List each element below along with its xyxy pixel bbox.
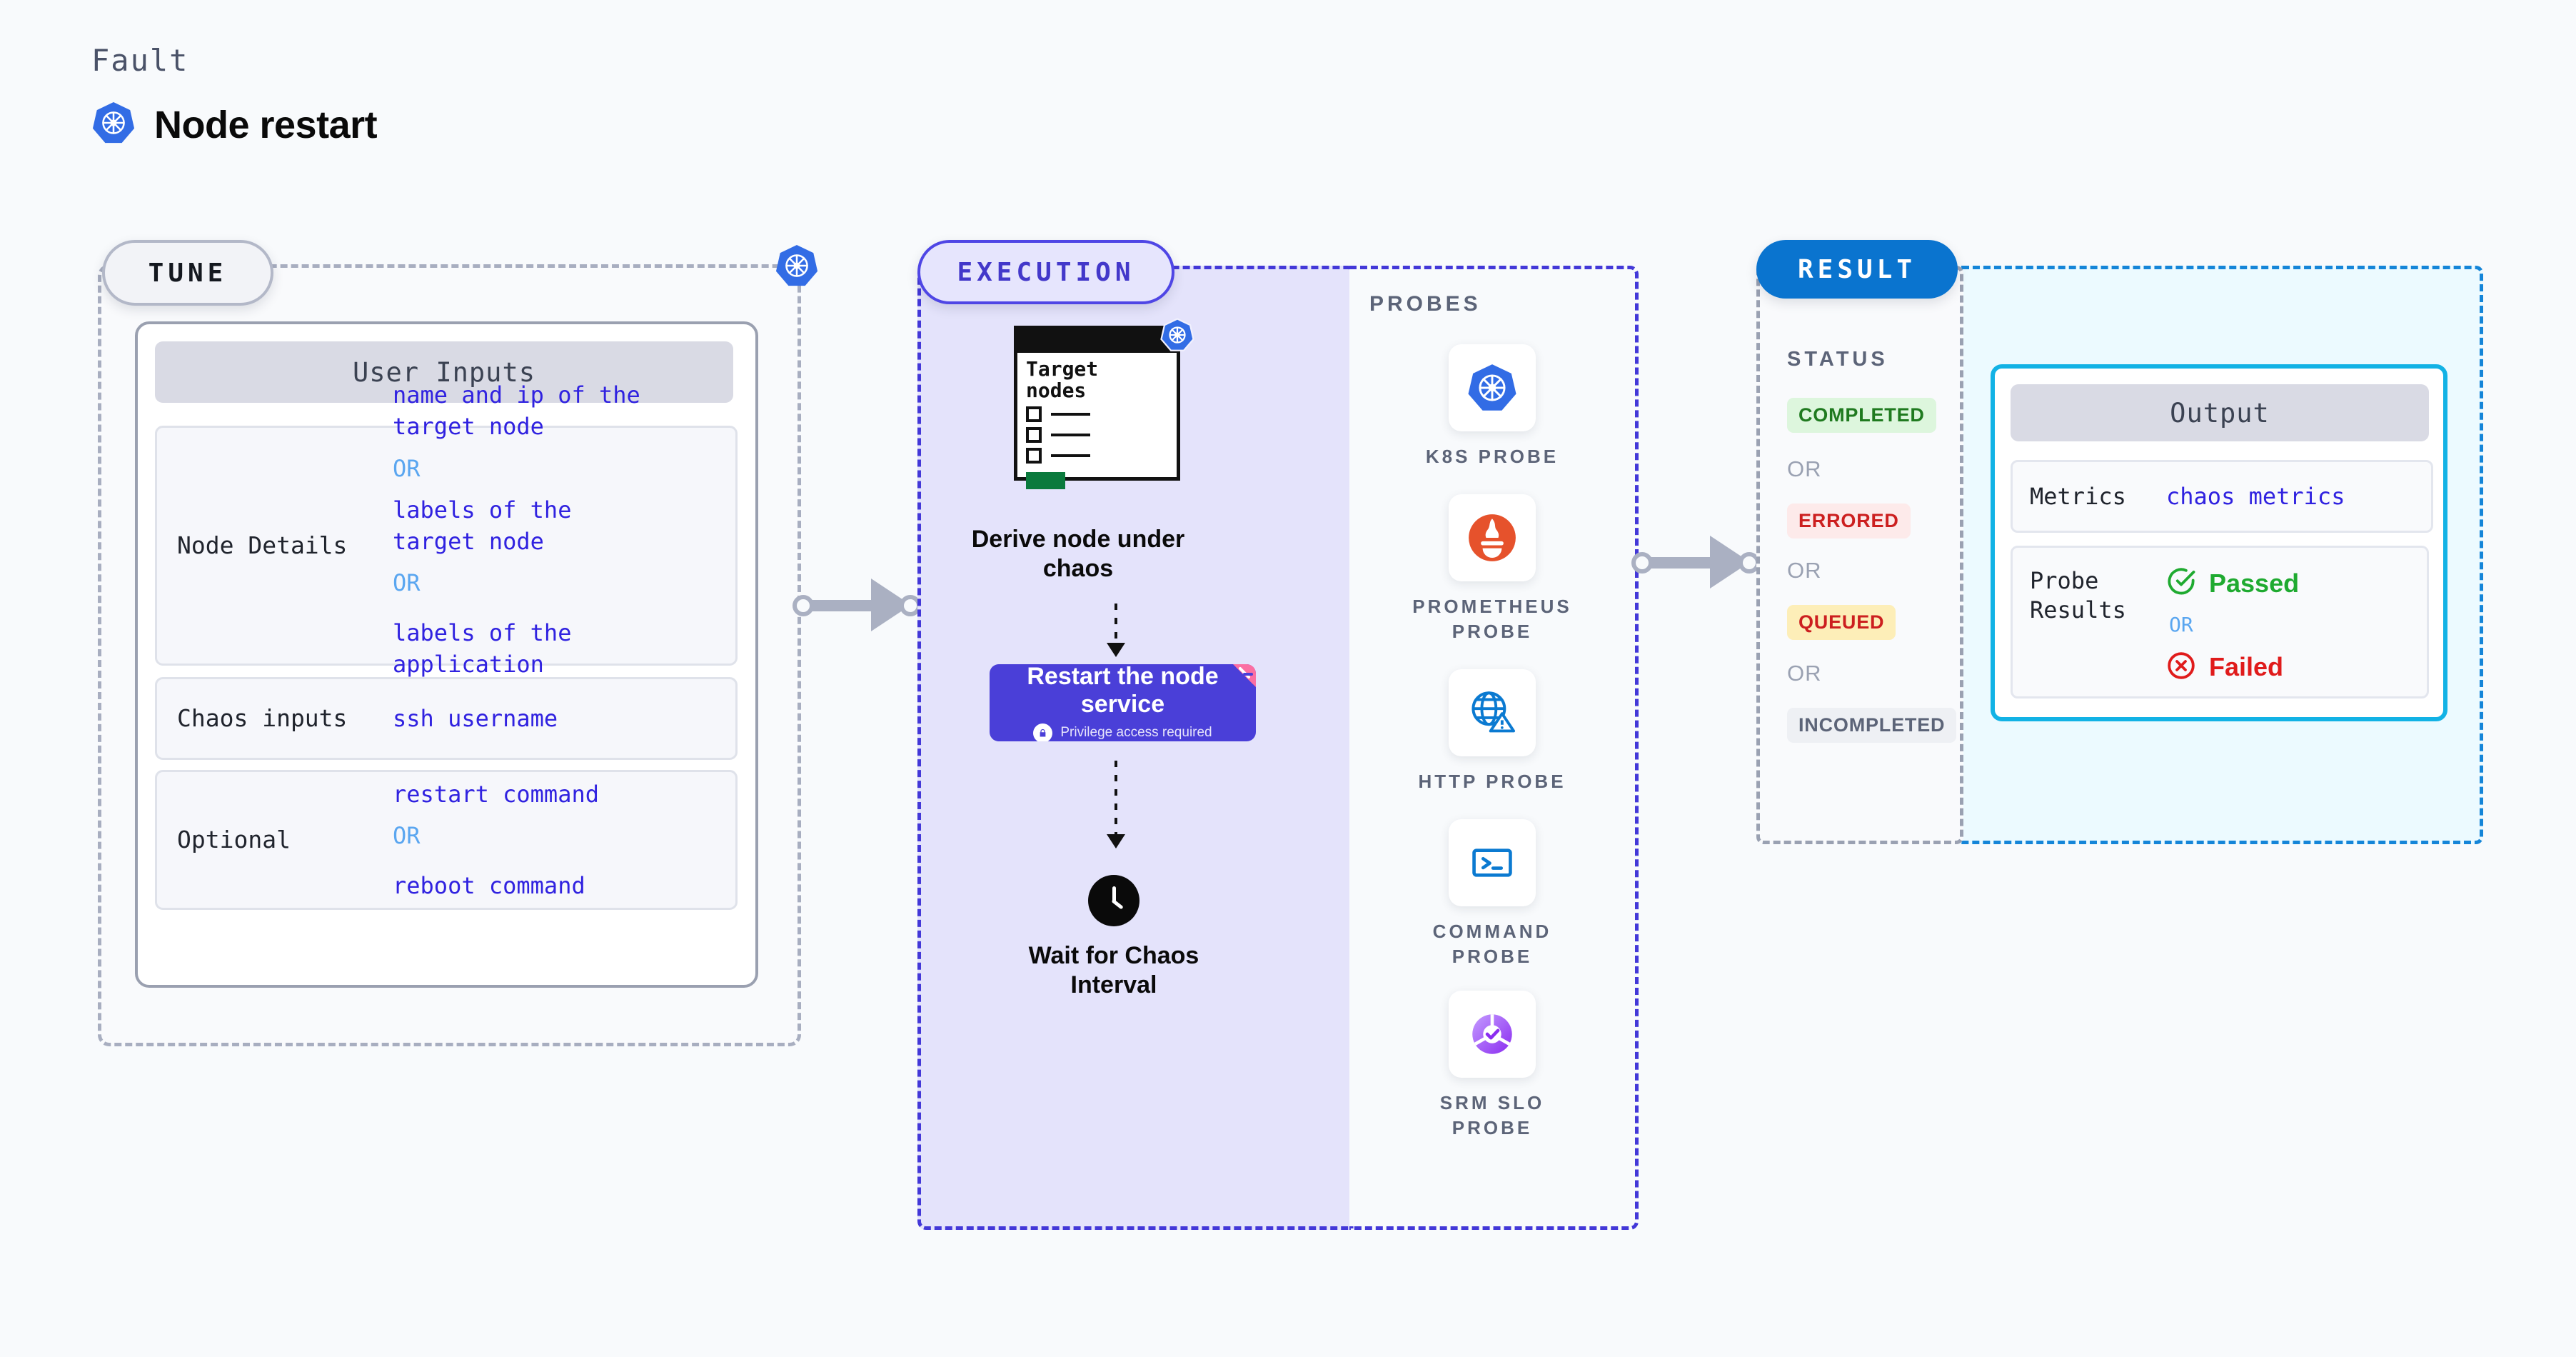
input-value: name and ip of the target node [393, 381, 640, 441]
arrow-head-icon [1107, 834, 1125, 848]
probe-item-k8s[interactable]: K8S PROBE [1349, 344, 1635, 469]
status-badge-errored: ERRORED [1787, 504, 1911, 539]
node-checkbox-row [1017, 406, 1177, 423]
fault-label: Fault [91, 43, 189, 78]
line-placeholder [1051, 413, 1090, 416]
input-values: name and ip of the target node OR labels… [393, 379, 735, 711]
input-key: Optional [177, 825, 291, 853]
fault-title-row: Node restart [91, 101, 378, 149]
input-value: ssh username [393, 704, 558, 732]
status-badge-queued: QUEUED [1787, 605, 1896, 640]
status-badge-incompleted: INCOMPLETED [1787, 708, 1957, 743]
target-nodes-label: Target nodes [1026, 357, 1099, 403]
probe-label: PROMETHEUS PROBE [1412, 596, 1572, 643]
input-row-optional: Optional restart command OR reboot comma… [155, 770, 738, 910]
target-nodes-document: Target nodes [1014, 318, 1194, 490]
prometheus-icon [1449, 494, 1536, 581]
privilege-note: Privilege access required [1033, 723, 1212, 741]
checkbox-icon [1026, 427, 1042, 444]
status-or: OR [1787, 558, 1822, 583]
node-checkbox-row [1017, 448, 1177, 464]
tune-panel: User Inputs Node Details name and ip of … [98, 244, 818, 1046]
kubernetes-icon [1449, 344, 1536, 431]
probe-item-srm-slo[interactable]: SRM SLO PROBE [1349, 991, 1635, 1141]
step-label-derive-node: Derive node under chaos [971, 526, 1185, 583]
probe-label: K8S PROBE [1425, 446, 1559, 467]
page-title: Node restart [154, 103, 378, 146]
probe-result-label: Failed [2209, 652, 2284, 682]
stage-badge-result[interactable]: RESULT [1756, 240, 1958, 299]
probe-result-passed: Passed [2166, 566, 2299, 600]
probe-label: COMMAND PROBE [1432, 921, 1552, 968]
output-card: Output Metrics chaos metrics Probe Resul… [1991, 364, 2447, 721]
input-value: labels of the target node [393, 496, 572, 555]
selected-node-bar [1026, 472, 1065, 490]
clock-icon [1088, 875, 1139, 926]
probes-panel: PROBES K8S PROBE [1349, 266, 1639, 1230]
step-restart-node-service[interactable]: Restart the node service Privilege acces… [990, 664, 1256, 741]
input-key: Chaos inputs [177, 703, 348, 732]
output-value: chaos metrics [2166, 482, 2345, 510]
x-circle-icon [2166, 651, 2196, 684]
srm-slo-donut-icon [1449, 991, 1536, 1078]
node-checkbox-row [1017, 427, 1177, 444]
user-inputs-card: User Inputs Node Details name and ip of … [135, 321, 758, 988]
input-or: OR [393, 454, 421, 482]
probe-item-command[interactable]: COMMAND PROBE [1349, 819, 1635, 969]
stage-badge-tune[interactable]: TUNE [102, 240, 273, 306]
input-or: OR [393, 569, 421, 597]
checkbox-icon [1026, 448, 1042, 464]
output-key: Probe Results [2030, 567, 2126, 624]
flow-connector [1115, 761, 1117, 838]
execution-to-result-arrow [1631, 529, 1760, 593]
input-or: OR [393, 821, 421, 849]
status-badge-completed: COMPLETED [1787, 398, 1936, 433]
stage-badge-execution[interactable]: EXECUTION [917, 240, 1174, 304]
input-values: ssh username [393, 703, 735, 734]
input-values: restart command OR reboot command [393, 778, 735, 901]
kubernetes-icon [775, 244, 819, 291]
probe-result-or: OR [2169, 613, 2193, 636]
input-value: restart command [393, 780, 599, 808]
ribbon-badge [1233, 664, 1256, 687]
line-placeholder [1051, 454, 1090, 458]
line-placeholder [1051, 434, 1090, 437]
output-title: Output [2011, 384, 2429, 441]
input-row-chaos-inputs: Chaos inputs ssh username [155, 677, 738, 760]
input-key: Node Details [177, 531, 348, 559]
checkbox-icon [1026, 406, 1042, 423]
kubernetes-icon [91, 101, 136, 149]
probe-result-label: Passed [2209, 568, 2300, 598]
result-status-region: STATUS COMPLETED OR ERRORED OR QUEUED OR… [1756, 266, 1963, 844]
privilege-note-text: Privilege access required [1060, 725, 1212, 741]
output-key: Metrics [2030, 482, 2126, 510]
step-label-wait-chaos-interval: Wait for Chaos Interval [1028, 942, 1199, 999]
probe-result-failed: Failed [2166, 651, 2299, 684]
kubernetes-icon [1160, 318, 1194, 356]
status-or: OR [1787, 456, 1822, 481]
input-value: reboot command [393, 872, 585, 900]
input-row-node-details: Node Details name and ip of the target n… [155, 381, 738, 710]
probe-label: HTTP PROBE [1418, 771, 1566, 792]
flow-connector [1115, 604, 1117, 648]
probe-result-values: Passed OR Failed [2166, 566, 2299, 684]
status-or: OR [1787, 661, 1822, 686]
globe-warning-icon [1449, 669, 1536, 756]
tune-to-execution-arrow [793, 571, 921, 636]
status-section-label: STATUS [1787, 348, 1888, 371]
lock-icon [1033, 723, 1053, 741]
page-header: Fault Node restart [91, 43, 378, 149]
output-row-probe-results: Probe Results Passed OR [2011, 546, 2429, 698]
document-titlebar [1017, 329, 1177, 353]
terminal-icon [1449, 819, 1536, 906]
step-title: Restart the node service [1027, 664, 1219, 718]
probe-item-prometheus[interactable]: PROMETHEUS PROBE [1349, 494, 1635, 644]
user-inputs-title: User Inputs [155, 341, 733, 403]
probe-label: SRM SLO PROBE [1439, 1092, 1545, 1139]
check-circle-icon [2166, 566, 2196, 600]
probes-section-label: PROBES [1369, 292, 1481, 316]
probe-item-http[interactable]: HTTP PROBE [1349, 669, 1635, 794]
output-row-metrics: Metrics chaos metrics [2011, 460, 2433, 533]
arrow-head-icon [1107, 643, 1125, 657]
